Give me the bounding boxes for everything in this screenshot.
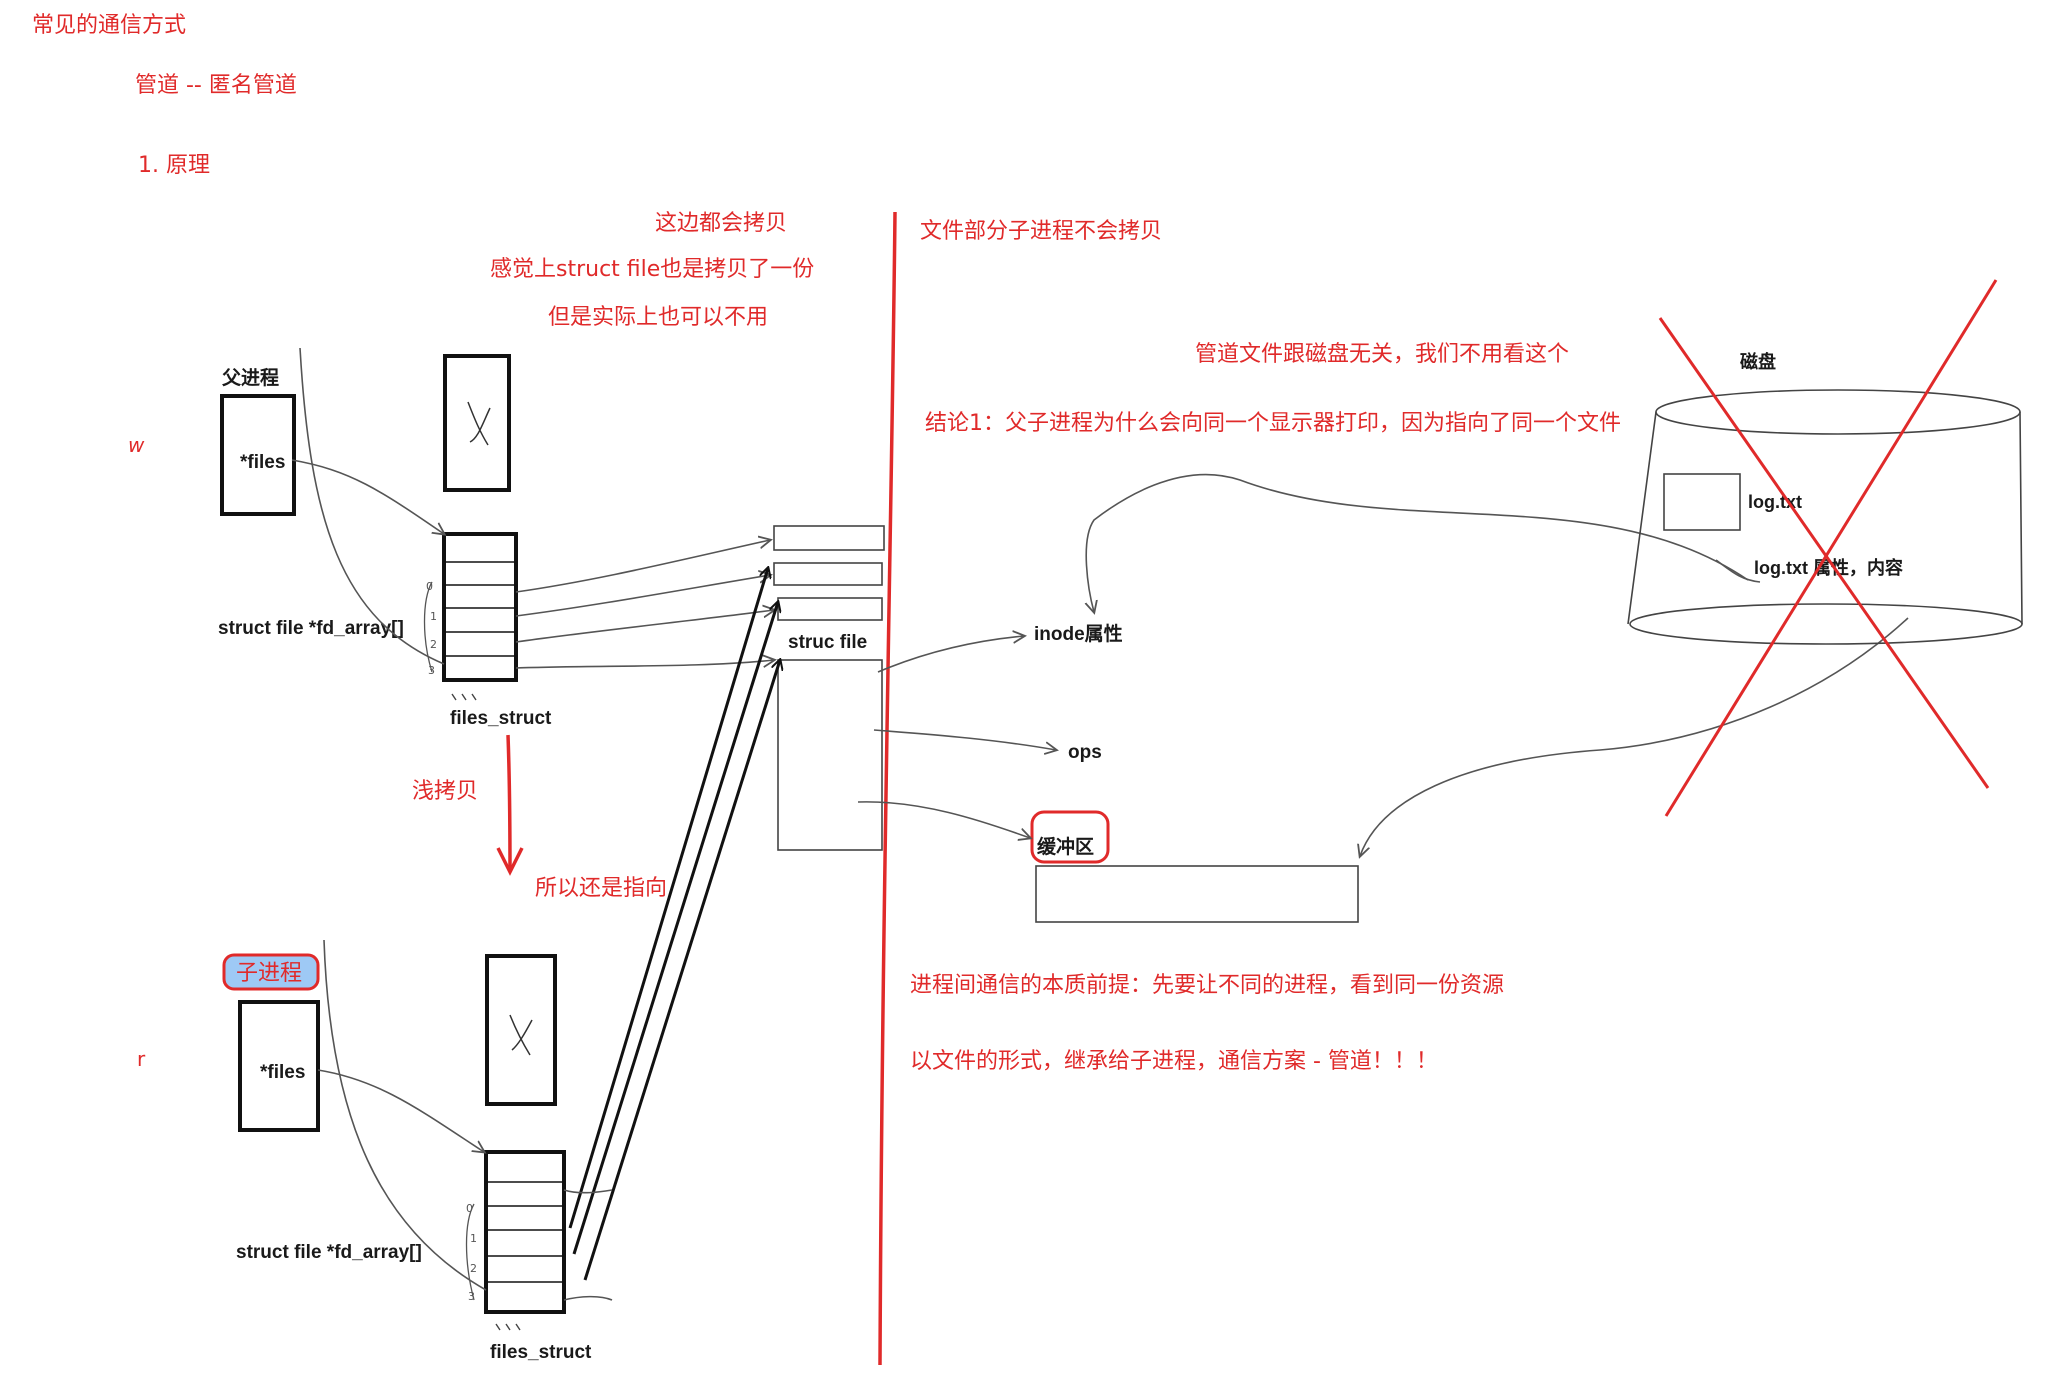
disk-cross-line-1 — [1658, 317, 1990, 789]
buffer-label: 缓冲区 — [1037, 835, 1094, 858]
parent-files-struct-box — [442, 532, 518, 682]
write-end-label: w — [128, 433, 145, 457]
parent-fd-array-label: struct file *fd_array[] — [218, 618, 404, 639]
note-disk-irrelevant: 管道文件跟磁盘无关，我们不用看这个 — [1195, 342, 1569, 367]
child-fd-1-arrow — [568, 568, 768, 1229]
child-files-pointer-label: *files — [260, 1062, 305, 1083]
inode-attr-label: inode属性 — [1034, 622, 1123, 645]
parent-files-pointer-label: *files — [240, 452, 285, 473]
child-process-highlight — [222, 953, 320, 991]
disk-top — [1655, 389, 2021, 435]
log-file-attr-label: log.txt 属性，内容 — [1754, 557, 1903, 578]
log-file-box — [1663, 473, 1741, 531]
principle-heading: 1. 原理 — [138, 153, 210, 178]
parent-x-mark — [467, 401, 491, 446]
child-fd-array-label: struct file *fd_array[] — [236, 1242, 422, 1263]
parent-mystery-box — [443, 354, 511, 492]
note-copy-optional: 但是实际上也可以不用 — [548, 305, 768, 330]
child-files-struct-label: files_struct — [490, 1342, 592, 1363]
note-copy-all: 这边都会拷贝 — [655, 211, 787, 236]
disk-cross-line-2 — [1664, 279, 1998, 817]
log-file-label: log.txt — [1748, 492, 1802, 512]
struct-file-slot-1 — [773, 525, 885, 551]
section-divider — [878, 211, 897, 1366]
disk-label: 磁盘 — [1740, 351, 1776, 372]
child-fd-index-1: 1 — [470, 1232, 477, 1245]
parent-process-label: 父进程 — [221, 367, 279, 389]
shallow-copy-arrow — [506, 734, 512, 873]
parent-task-struct — [220, 394, 296, 516]
child-task-struct — [238, 1000, 320, 1132]
child-fd-index-0: 0 — [466, 1202, 473, 1215]
note-conclusion-1: 结论1：父子进程为什么会向同一个显示器打印，因为指向了同一个文件 — [925, 411, 1621, 436]
note-pipe-scheme: 以文件的形式，继承给子进程，通信方案 - 管道！！！ — [910, 1049, 1438, 1074]
ops-label: ops — [1068, 742, 1102, 763]
parent-fd-index-2: 2 — [430, 638, 437, 651]
child-fd-2-arrow — [572, 602, 778, 1255]
child-mystery-box — [485, 954, 557, 1106]
note-shallow-copy: 浅拷贝 — [412, 779, 478, 804]
note-no-copy: 文件部分子进程不会拷贝 — [920, 219, 1162, 244]
child-process-label: 子进程 — [236, 961, 302, 986]
topic-heading: 常见的通信方式 — [32, 13, 186, 38]
read-end-label: r — [137, 1047, 146, 1071]
parent-fd-index-1: 1 — [430, 610, 437, 623]
child-files-struct-box — [484, 1150, 566, 1314]
child-fd-3-arrow — [583, 660, 780, 1281]
child-fd-index-2: 2 — [470, 1262, 477, 1275]
parent-fd-index-0: 0 — [426, 580, 433, 593]
parent-fd-index-3: 3 — [428, 664, 435, 677]
disk-bottom — [1629, 603, 2023, 645]
buffer-box — [1035, 865, 1359, 923]
note-still-point: 所以还是指向 — [535, 876, 667, 901]
struct-file-slot-3 — [777, 597, 883, 621]
child-fd-index-3: 3 — [468, 1290, 475, 1303]
note-copy-struct-file: 感觉上struct file也是拷贝了一份 — [490, 257, 814, 282]
struct-file-body — [777, 659, 883, 851]
pipe-heading: 管道 -- 匿名管道 — [135, 73, 297, 98]
parent-files-struct-label: files_struct — [450, 708, 552, 729]
child-x-mark — [509, 1014, 533, 1056]
struct-file-slot-2 — [773, 562, 883, 586]
struct-file-label: struc file — [788, 632, 867, 653]
note-ipc-essence: 进程间通信的本质前提：先要让不同的进程，看到同一份资源 — [910, 973, 1504, 998]
